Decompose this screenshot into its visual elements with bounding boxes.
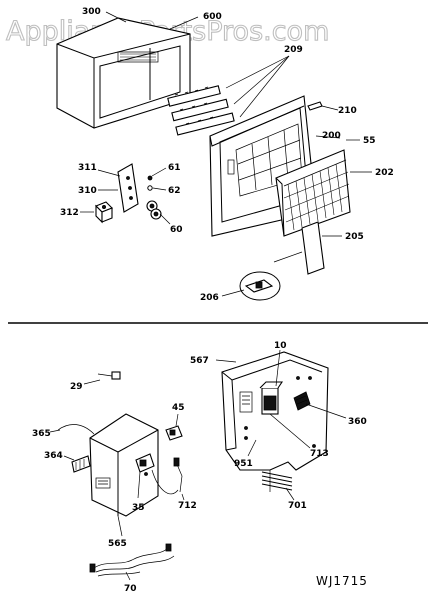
part-364 — [71, 455, 91, 473]
label-365: 365 — [32, 429, 51, 439]
label-360: 360 — [348, 417, 367, 427]
part-61 — [147, 175, 153, 181]
part-210 — [307, 101, 323, 111]
label-567: 567 — [190, 356, 209, 366]
label-565: 565 — [108, 539, 127, 549]
label-600: 600 — [203, 12, 222, 22]
part-712 — [173, 457, 183, 493]
label-310: 310 — [78, 186, 97, 196]
label-205: 205 — [345, 232, 364, 242]
label-62: 62 — [168, 186, 181, 196]
label-45: 45 — [172, 403, 185, 413]
label-364: 364 — [44, 451, 63, 461]
label-210: 210 — [338, 106, 357, 116]
part-filler-strips — [167, 85, 235, 136]
label-70: 70 — [124, 584, 137, 594]
part-switch — [95, 201, 113, 224]
part-door — [301, 221, 325, 275]
part-filter — [275, 149, 351, 237]
label-60: 60 — [170, 225, 183, 235]
label-312: 312 — [60, 208, 79, 218]
part-45 — [165, 425, 183, 441]
part-360 — [293, 391, 311, 411]
label-209: 209 — [284, 45, 303, 55]
part-wire-harness-70 — [89, 543, 175, 577]
part-29 — [97, 371, 121, 380]
part-control-bracket — [117, 163, 139, 213]
label-61: 61 — [168, 163, 181, 173]
label-202: 202 — [375, 168, 394, 178]
label-200: 200 — [322, 131, 341, 141]
label-712: 712 — [178, 501, 197, 511]
diagram-code: WJ1715 — [316, 574, 368, 588]
part-wire-harness-701 — [261, 470, 293, 492]
label-35: 35 — [132, 503, 145, 513]
label-951: 951 — [234, 459, 253, 469]
part-62 — [147, 185, 153, 191]
label-713: 713 — [310, 449, 329, 459]
part-control-box — [89, 413, 159, 517]
label-701: 701 — [288, 501, 307, 511]
part-knobs — [146, 200, 162, 220]
label-311: 311 — [78, 163, 97, 173]
label-29: 29 — [70, 382, 83, 392]
label-10: 10 — [274, 341, 287, 351]
label-300: 300 — [82, 7, 101, 17]
part-365 — [57, 424, 95, 435]
label-206: 206 — [200, 293, 219, 303]
label-55: 55 — [363, 136, 376, 146]
part-206-detail — [239, 251, 303, 301]
part-35 — [135, 453, 179, 495]
